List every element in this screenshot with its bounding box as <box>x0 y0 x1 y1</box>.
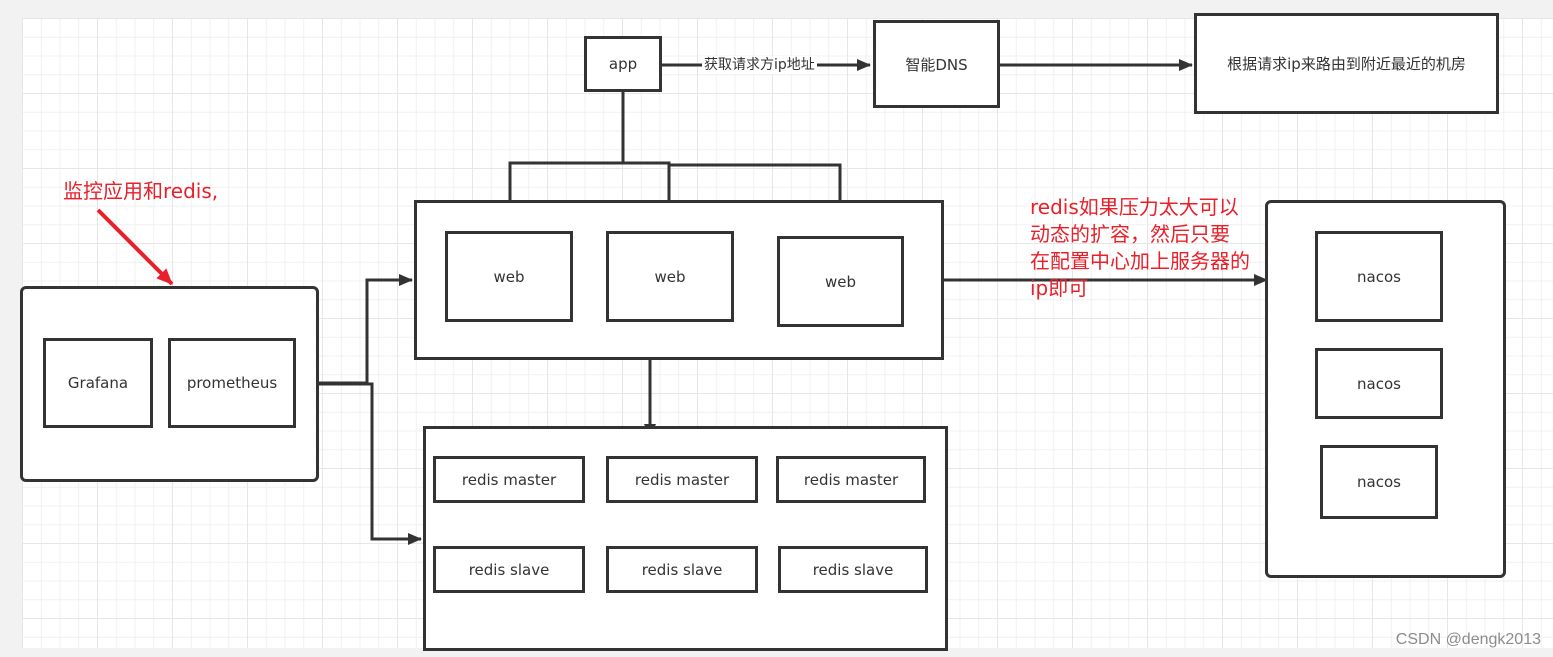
app-label: app <box>608 55 638 73</box>
watermark: CSDN @dengk2013 <box>1395 631 1541 648</box>
redis-master-label: redis master <box>634 470 730 489</box>
redis-slave-label: redis slave <box>641 560 723 579</box>
web-label: web <box>493 267 525 286</box>
redis-master-3[interactable]: redis master <box>776 456 926 503</box>
redis-master-label: redis master <box>461 470 557 489</box>
redis-slave-label: redis slave <box>468 560 550 579</box>
web-node-3[interactable]: web <box>777 236 904 327</box>
redis-slave-2[interactable]: redis slave <box>606 546 758 593</box>
redis-master-label: redis master <box>803 470 899 489</box>
web-node-1[interactable]: web <box>445 231 573 322</box>
edge-label-get-ip: 获取请求方ip地址 <box>702 56 817 74</box>
nacos-label: nacos <box>1357 473 1401 491</box>
prometheus-node[interactable]: prometheus <box>168 338 296 428</box>
nacos-node-2[interactable]: nacos <box>1315 348 1443 419</box>
scaling-note-line: 动态的扩容，然后只要 <box>1030 222 1230 246</box>
scaling-note-line: 在配置中心加上服务器的 <box>1030 249 1250 273</box>
redis-master-1[interactable]: redis master <box>433 456 585 503</box>
edge-monitor-redis <box>318 382 422 545</box>
redis-slave-label: redis slave <box>812 560 894 579</box>
nacos-label: nacos <box>1357 374 1401 393</box>
redis-slave-3[interactable]: redis slave <box>778 546 928 593</box>
web-label: web <box>824 272 857 291</box>
routing-label: 根据请求ip来路由到附近最近的机房 <box>1227 55 1466 73</box>
grafana-label: Grafana <box>67 374 129 392</box>
scaling-note-line: redis如果压力太大可以 <box>1030 195 1239 219</box>
scaling-note-line: ip即可 <box>1030 276 1089 300</box>
dns-node[interactable]: 智能DNS <box>873 20 1000 108</box>
nacos-node-3[interactable]: nacos <box>1320 445 1438 519</box>
note-arrow <box>96 208 174 286</box>
dns-label: 智能DNS <box>905 55 968 74</box>
grafana-node[interactable]: Grafana <box>43 338 153 428</box>
nacos-node-1[interactable]: nacos <box>1315 231 1443 322</box>
redis-master-2[interactable]: redis master <box>606 456 758 503</box>
redis-slave-1[interactable]: redis slave <box>433 546 585 593</box>
prometheus-label: prometheus <box>186 374 278 392</box>
scaling-note: redis如果压力太大可以 动态的扩容，然后只要 在配置中心加上服务器的 ip即… <box>1030 194 1250 302</box>
web-label: web <box>654 267 686 286</box>
web-node-2[interactable]: web <box>606 231 734 322</box>
edge-monitor-web <box>318 274 413 385</box>
routing-node[interactable]: 根据请求ip来路由到附近最近的机房 <box>1194 13 1499 114</box>
app-node[interactable]: app <box>584 36 662 92</box>
monitoring-note: 监控应用和redis, <box>63 179 219 203</box>
nacos-label: nacos <box>1357 267 1401 286</box>
edge-app-web1 <box>504 91 625 231</box>
